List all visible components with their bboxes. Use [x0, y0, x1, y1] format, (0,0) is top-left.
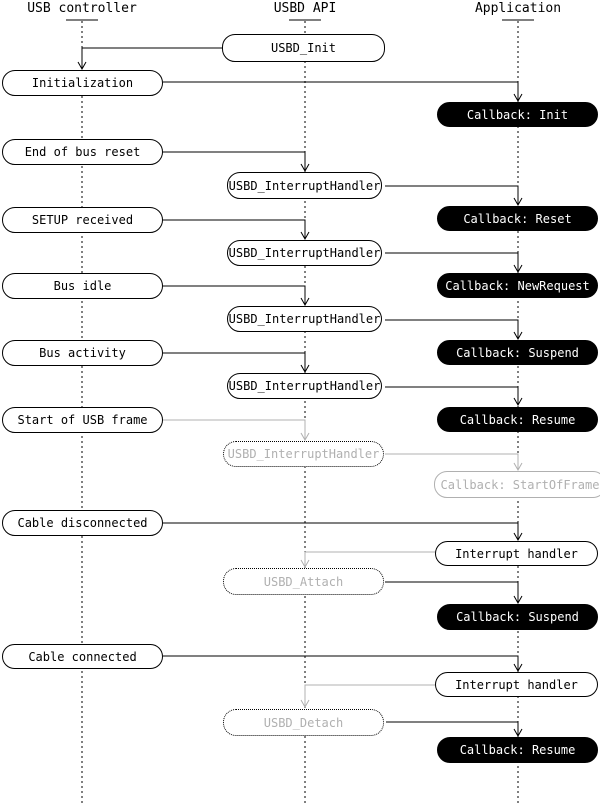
active-connectors: [77, 47, 523, 738]
api-box-usbd-attach: USBD_Attach: [223, 568, 384, 595]
api-box-interrupt-handler-2: USBD_InterruptHandler: [227, 240, 382, 266]
api-box-interrupt-handler-4: USBD_InterruptHandler: [227, 373, 382, 399]
callback-box-suspend-2: Callback: Suspend: [437, 604, 598, 630]
callback-box-start-of-frame: Callback: StartOfFrame: [434, 471, 600, 498]
callback-box-resume-1: Callback: Resume: [437, 407, 598, 432]
api-box-usbd-init: USBD_Init: [222, 34, 385, 62]
api-box-usbd-detach: USBD_Detach: [223, 709, 384, 736]
event-box-bus-activity: Bus activity: [2, 340, 163, 366]
app-box-interrupt-handler-1: Interrupt handler: [435, 541, 598, 566]
event-box-setup-received: SETUP received: [2, 207, 163, 233]
api-box-interrupt-handler-3: USBD_InterruptHandler: [227, 306, 382, 332]
inactive-connectors: [163, 419, 523, 709]
lane-header-usb-controller: USB controller: [27, 1, 137, 16]
callback-box-suspend-1: Callback: Suspend: [437, 340, 598, 365]
callback-box-resume-2: Callback: Resume: [437, 737, 598, 763]
lane-header-usbd-api: USBD API: [273, 1, 337, 16]
callback-box-init: Callback: Init: [437, 102, 598, 127]
event-box-cable-disconnected: Cable disconnected: [2, 510, 163, 536]
lane-header-application: Application: [474, 1, 562, 16]
api-box-interrupt-handler-1: USBD_InterruptHandler: [227, 172, 382, 199]
event-box-bus-idle: Bus idle: [2, 273, 163, 299]
callback-box-new-request: Callback: NewRequest: [437, 273, 598, 298]
event-box-end-of-bus-reset: End of bus reset: [2, 139, 163, 165]
event-box-cable-connected: Cable connected: [2, 644, 163, 669]
event-box-initialization: Initialization: [2, 70, 163, 96]
callback-box-reset: Callback: Reset: [437, 206, 598, 231]
app-box-interrupt-handler-2: Interrupt handler: [435, 672, 598, 697]
event-box-start-of-usb-frame: Start of USB frame: [2, 407, 163, 433]
api-box-interrupt-handler-ghost: USBD_InterruptHandler: [223, 441, 384, 467]
